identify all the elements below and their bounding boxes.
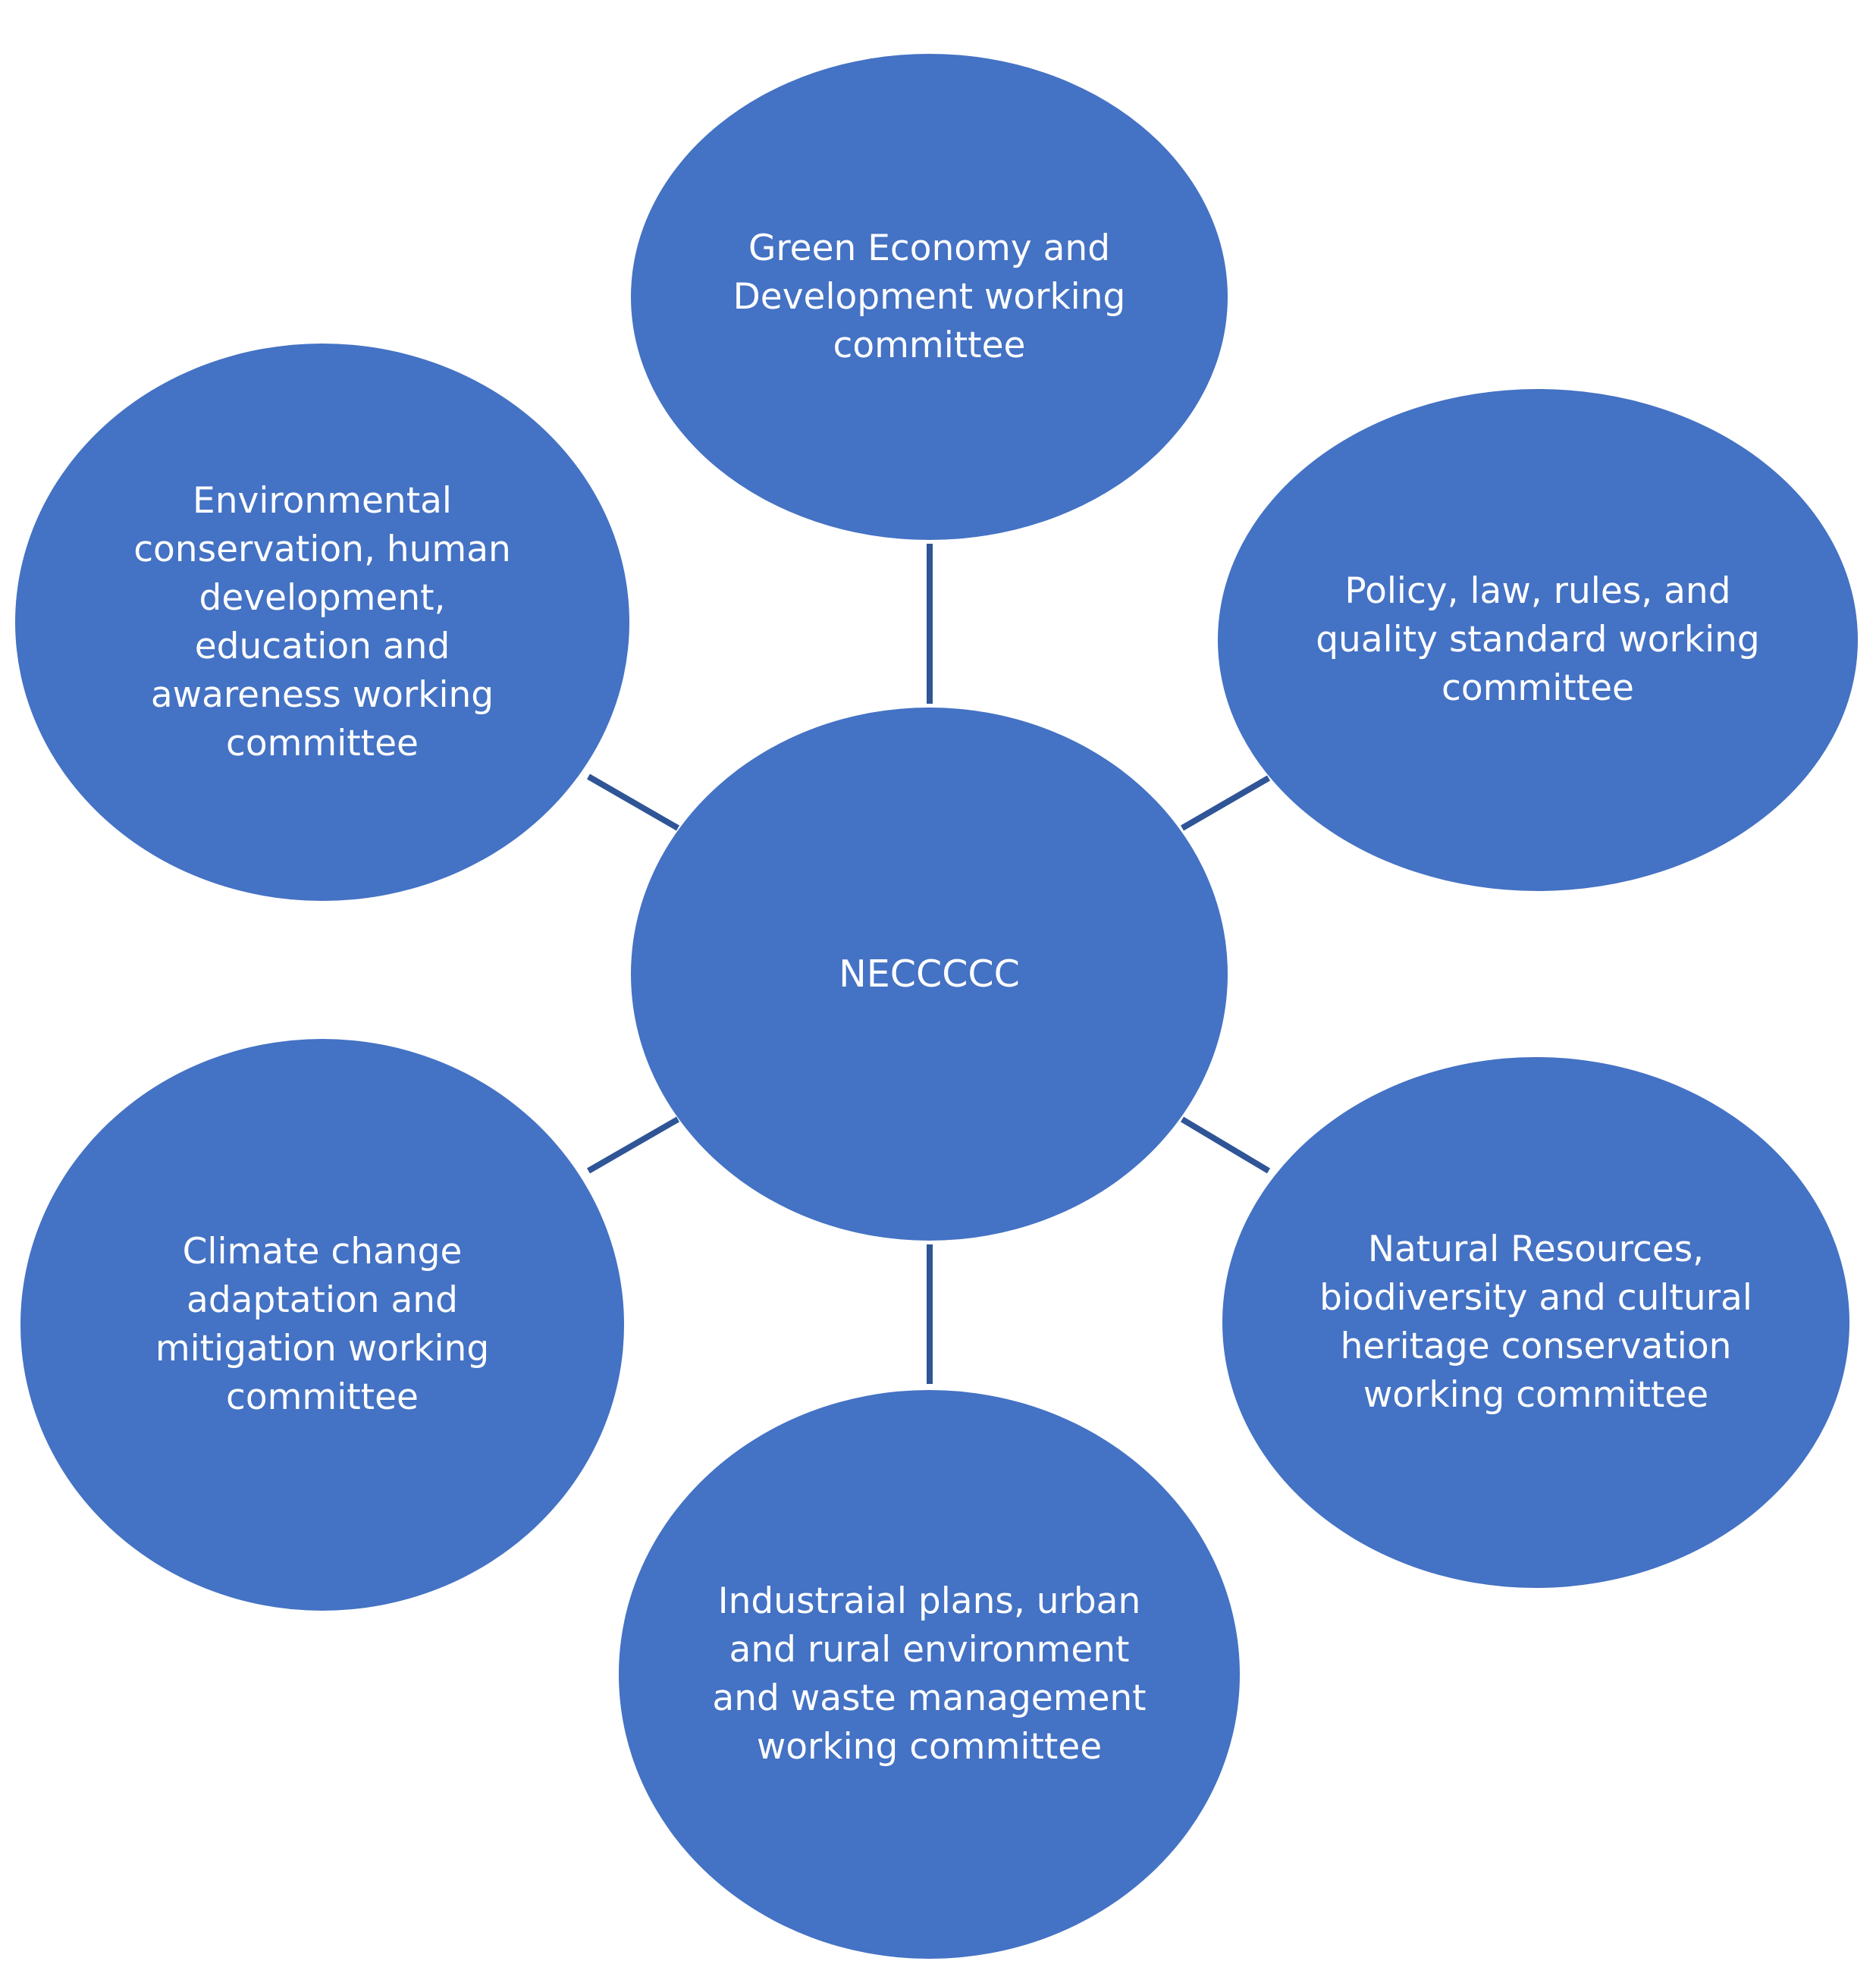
connector-top-left xyxy=(587,773,679,831)
connector-bottom-right xyxy=(1180,1116,1271,1174)
committee-node-label: Policy, law, rules, and quality standard… xyxy=(1316,570,1760,709)
committee-node-policy-law: Policy, law, rules, and quality standard… xyxy=(1218,389,1858,891)
committee-node-label: Natural Resources, biodiversity and cult… xyxy=(1319,1228,1752,1416)
committee-node-industrial-plans: Industraial plans, urban and rural envir… xyxy=(619,1390,1240,1959)
committee-node-green-economy: Green Economy and Development working co… xyxy=(631,54,1228,540)
committee-node-label: Climate change adaptation and mitigation… xyxy=(155,1231,490,1418)
center-node-label: NECCCCC xyxy=(839,952,1020,996)
committee-node-label: Environmental conservation, human develo… xyxy=(133,479,511,764)
committee-node-label: Industraial plans, urban and rural envir… xyxy=(712,1580,1147,1768)
center-node-neccccc: NECCCCC xyxy=(631,708,1228,1241)
committee-node-label: Green Economy and Development working co… xyxy=(733,227,1126,366)
committee-node-climate-change: Climate change adaptation and mitigation… xyxy=(20,1039,624,1611)
connector-bottom-left xyxy=(587,1116,679,1174)
committee-node-natural-resources: Natural Resources, biodiversity and cult… xyxy=(1222,1057,1849,1588)
committee-node-environmental-conservation: Environmental conservation, human develo… xyxy=(15,344,629,901)
connector-top-right xyxy=(1180,775,1271,831)
